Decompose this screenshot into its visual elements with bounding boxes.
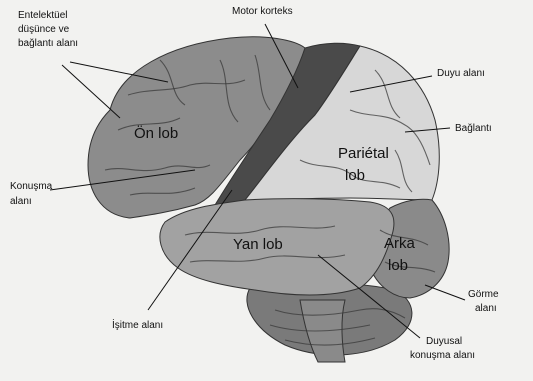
- lobe-parietal-1: Pariétal: [338, 145, 389, 162]
- label-duyusal-1: Duyusal: [426, 336, 462, 347]
- label-entelektuel-3: bağlantı alanı: [18, 38, 78, 49]
- label-konusma-2: alanı: [10, 196, 32, 207]
- lobe-parietal-2: lob: [345, 167, 365, 184]
- label-entelektuel-1: Entelektüel: [18, 10, 67, 21]
- lobe-on-lob: Ön lob: [134, 124, 178, 142]
- label-konusma-1: Konuşma: [10, 181, 53, 192]
- label-duyu-alani: Duyu alanı: [437, 68, 485, 79]
- label-motor-korteks: Motor korteks: [232, 6, 293, 17]
- lobe-yan-lob: Yan lob: [233, 236, 283, 253]
- label-duyusal-2: konuşma alanı: [410, 350, 475, 361]
- label-gorme-2: alanı: [475, 303, 497, 314]
- label-isitme-alani: İşitme alanı: [112, 318, 163, 331]
- label-baglanti: Bağlantı: [455, 123, 492, 134]
- lobe-arka-2: lob: [388, 257, 408, 274]
- label-gorme-1: Görme: [468, 289, 499, 300]
- label-entelektuel-2: düşünce ve: [18, 24, 70, 35]
- lobe-arka-1: Arka: [384, 235, 416, 252]
